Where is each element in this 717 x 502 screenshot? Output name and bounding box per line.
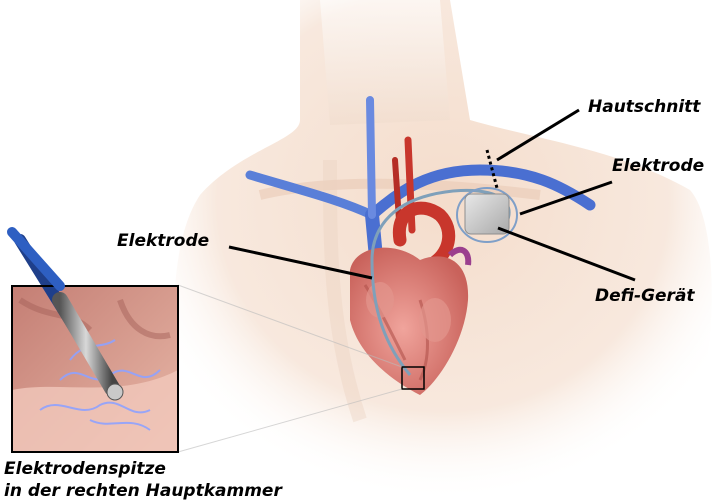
label-defibrillator-device: Defi-Gerät xyxy=(595,286,695,306)
label-electrode-left: Elektrode xyxy=(117,231,209,251)
caption-line-1: Elektrodenspitze xyxy=(4,458,282,480)
defibrillator-device xyxy=(465,194,509,234)
inset-caption: Elektrodenspitze in der rechten Hauptkam… xyxy=(4,458,282,502)
inset-detail xyxy=(12,240,178,452)
label-skin-incision: Hautschnitt xyxy=(588,97,700,117)
label-electrode-right: Elektrode xyxy=(612,156,704,176)
lead-probe-outside xyxy=(12,232,60,286)
caption-line-2: in der rechten Hauptkammer xyxy=(4,480,282,502)
